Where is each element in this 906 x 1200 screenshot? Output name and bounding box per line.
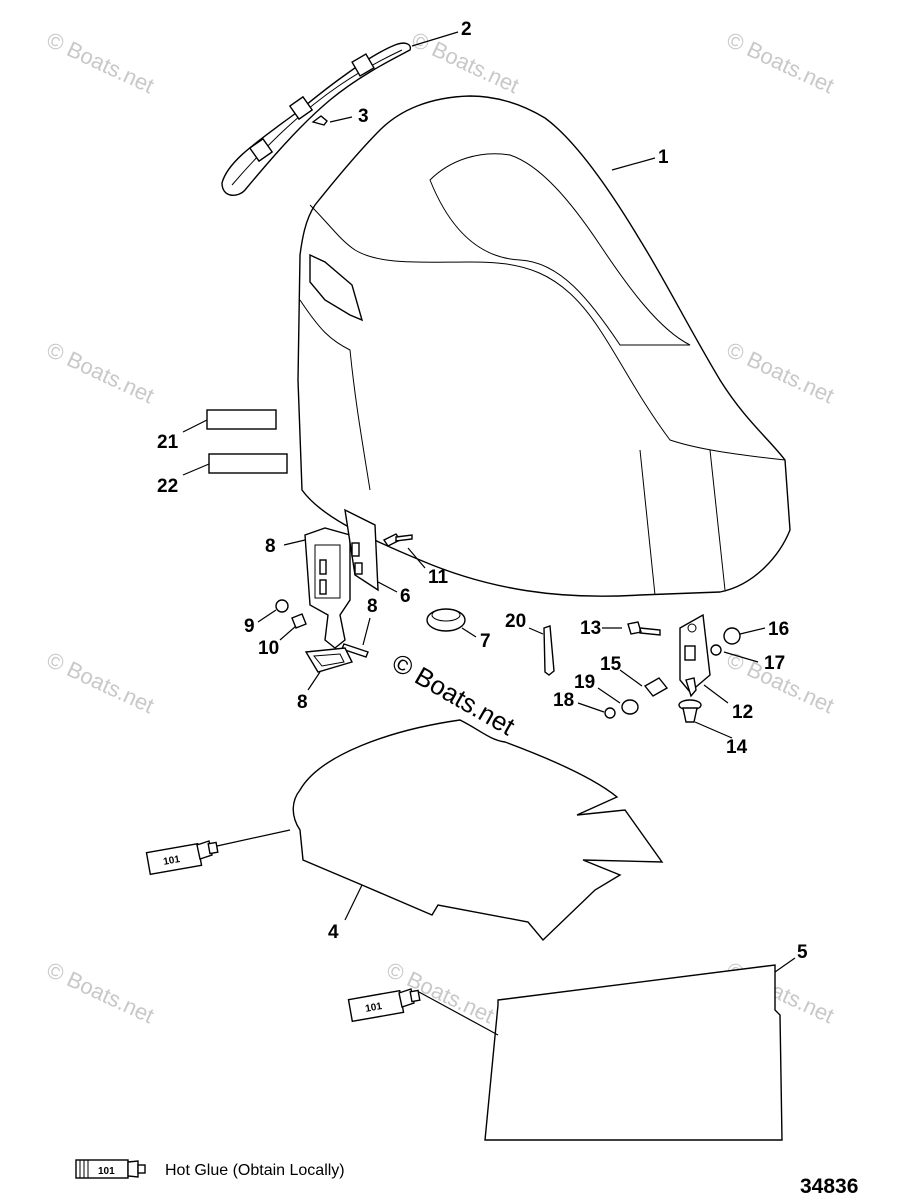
- callout-7: 7: [480, 631, 491, 652]
- leader-lines: [182, 31, 796, 1036]
- watermark: © Boats.net: [43, 957, 158, 1028]
- callout-21: 21: [157, 432, 179, 453]
- legend-text: Hot Glue (Obtain Locally): [165, 1162, 345, 1179]
- callout-22: 22: [157, 476, 178, 497]
- callout-9: 9: [244, 616, 255, 637]
- part-5-liner: [484, 964, 783, 1141]
- part-8-pad: [304, 647, 354, 673]
- callout-20: 20: [505, 611, 526, 632]
- part-1-top-cowl: [297, 95, 791, 597]
- watermark: © Boats.net: [723, 27, 838, 98]
- callout-2: 2: [461, 19, 472, 40]
- part-8-hinge-bracket: [304, 527, 351, 649]
- part-4-liner: [292, 719, 664, 942]
- legend: 101 Hot Glue (Obtain Locally): [75, 1159, 345, 1179]
- callout-8c: 8: [297, 692, 308, 713]
- callout-8b: 8: [367, 596, 378, 617]
- callout-19: 19: [574, 672, 595, 693]
- callout-5: 5: [797, 942, 808, 963]
- part-9-nut: [275, 599, 289, 613]
- callout-18: 18: [553, 690, 574, 711]
- part-19-bushing: [621, 699, 639, 715]
- part-11-screw: [382, 533, 413, 547]
- part-12-latch-plate: [679, 613, 711, 698]
- callout-12: 12: [732, 702, 753, 723]
- callouts: 1 2 3 4 5 6 7 8 8 8 9 10 11 12 13 14 15 …: [157, 19, 808, 963]
- part-7-plug: [426, 608, 466, 632]
- callout-3: 3: [358, 106, 369, 127]
- figure-number: 34836: [800, 1175, 858, 1198]
- glue-tube-label: 101: [364, 1001, 383, 1015]
- watermark: © Boats.net: [723, 337, 838, 408]
- callout-1: 1: [658, 147, 669, 168]
- watermark: © Boats.net: [43, 27, 158, 98]
- part-18-nut: [604, 707, 616, 719]
- callout-15: 15: [600, 654, 622, 675]
- callout-14: 14: [726, 737, 748, 758]
- legend-code: 101: [98, 1166, 115, 1177]
- callout-6: 6: [400, 586, 411, 607]
- part-13-screw: [627, 621, 661, 636]
- part-22-decal: [208, 453, 288, 474]
- part-21-decal: [206, 409, 277, 430]
- callout-8a: 8: [265, 536, 276, 557]
- part-8-bolt: [341, 643, 369, 658]
- callout-13: 13: [580, 618, 601, 639]
- part-17-washer: [710, 644, 722, 656]
- glue-tube-1: 101: [145, 840, 219, 876]
- watermark: © Boats.net: [43, 337, 158, 408]
- part-10-bushing: [291, 613, 307, 629]
- callout-17: 17: [764, 653, 785, 674]
- callout-16: 16: [768, 619, 789, 640]
- part-14-grommet: [678, 699, 702, 723]
- part-16-nut: [723, 627, 741, 645]
- part-20-latch: [543, 625, 555, 676]
- callout-11: 11: [428, 567, 449, 588]
- callout-4: 4: [328, 922, 339, 943]
- glue-tube-label: 101: [162, 854, 181, 868]
- part-15-fitting: [643, 677, 669, 697]
- part-2-trim-strip: [221, 42, 412, 196]
- watermark: © Boats.net: [43, 647, 158, 718]
- part-6-plate: [344, 508, 379, 592]
- part-3-clip: [311, 115, 328, 126]
- callout-10: 10: [258, 638, 279, 659]
- glue-tube-2: 101: [347, 988, 421, 1023]
